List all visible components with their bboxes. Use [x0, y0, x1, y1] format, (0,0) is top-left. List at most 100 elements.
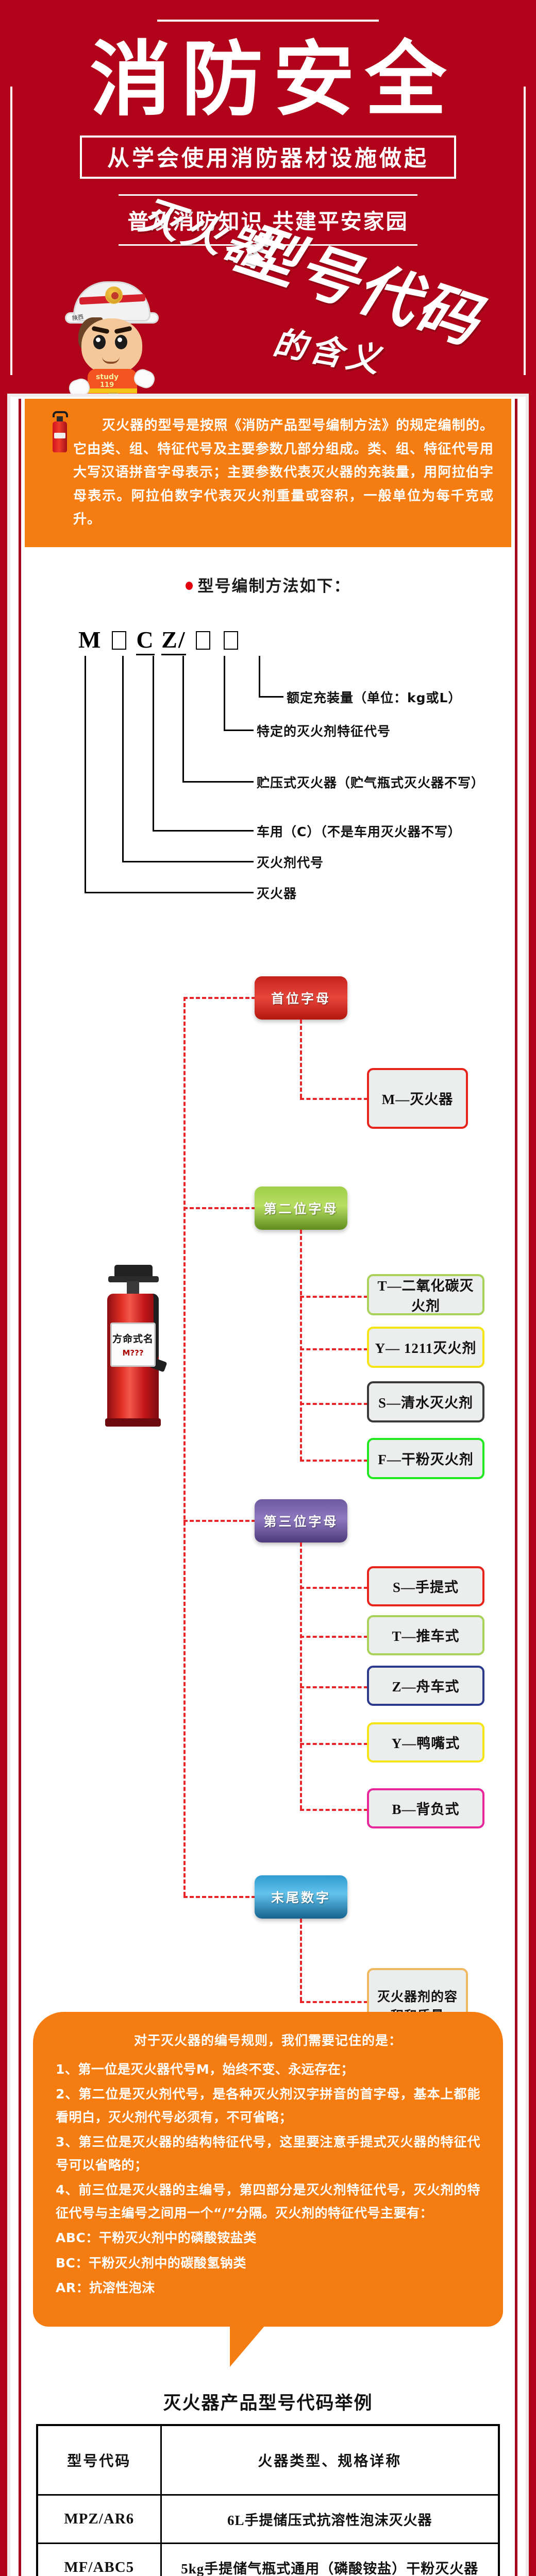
main-title: 消防安全: [90, 32, 457, 127]
flow-leaf-arm-g2-3: [300, 1459, 368, 1462]
poster-header: 消防安全 从学会使用消防器材设施做起 普及消防知识 共建平安家园 灭火器 型号代…: [0, 0, 536, 397]
extinguisher-label-line2: M???: [122, 1348, 144, 1358]
leader-arm-3: [182, 781, 254, 783]
flow-node-second-letter[interactable]: 第二位字母: [255, 1186, 347, 1230]
header-right-rule: [524, 87, 526, 375]
flow-leaf-arm-g2-1: [300, 1348, 368, 1350]
table-header-desc: 火器类型、规格详称: [160, 2424, 500, 2496]
flow-leaf-m-label: M—灭火器: [381, 1092, 454, 1107]
notes-bubble-tail: [230, 2325, 265, 2367]
leader-arm-4: [153, 829, 254, 832]
header-top-rule: [157, 20, 379, 22]
model-code-table: 型号代码 火器类型、规格详称 MPZ/AR6 6L手提储压式抗溶性泡沫灭火器 M…: [36, 2424, 500, 2576]
flow-branch-g2: [300, 1229, 302, 1461]
fire-extinguisher-icon: [48, 410, 72, 454]
content-frame: 灭火器的型号是按照《消防产品型号编制方法》的规定编制的。它由类、组、特征代号及主…: [10, 397, 526, 2576]
code-label-3: 贮压式灭火器（贮气瓶式灭火器不写）: [257, 775, 485, 790]
flow-node-first-letter[interactable]: 首位字母: [255, 976, 347, 1020]
leader-arm-5: [122, 860, 254, 862]
intro-panel: 灭火器的型号是按照《消防产品型号编制方法》的规定编制的。它由类、组、特征代号及主…: [25, 399, 511, 547]
notes-item-4: 4、前三位是灭火器的主编号，第四部分是灭火剂特征代号，灭火剂的特征代号与主编号之…: [56, 2182, 480, 2221]
flow-node-first-letter-label: 首位字母: [271, 991, 331, 1006]
flow-leaf-m[interactable]: M—灭火器: [367, 1067, 468, 1129]
firefighter-mascot-icon: 陕西 study 119: [61, 278, 174, 397]
code-label-5: 灭火剂代号: [257, 855, 324, 870]
header-mid-rule-top: [119, 194, 417, 196]
mascot-chest-number: 119: [100, 381, 114, 389]
notes-item-6: BC：干粉灭火剂中的碳酸氢钠类: [56, 2255, 246, 2270]
leader-arm-6: [85, 891, 254, 893]
calligraphy-line-3: 的含义: [270, 323, 387, 381]
code-label-2: 特定的灭火剂特征代号: [257, 723, 391, 739]
notes-item-2: 2、第二位是灭火剂代号，是各种灭火剂汉字拼音的首字母，基本上都能看明白，灭火剂代…: [56, 2087, 480, 2125]
notes-item-5: ABC：干粉灭火剂中的磷酸铵盐类: [56, 2230, 257, 2245]
notes-bubble: 对于灭火器的编号规则，我们需要记住的是： 1、第一位是灭火器代号M，始终不变、永…: [33, 2011, 503, 2367]
flow-leaf-t-cart[interactable]: T—推车式: [367, 1615, 484, 1655]
header-left-rule: [10, 87, 12, 375]
flow-leaf-s-handheld[interactable]: S—手提式: [367, 1566, 484, 1606]
leader-line-2: [224, 655, 225, 731]
notes-item-3: 3、第三位是灭火器的结构特征代号，这里要注意手提式灭火器的特征代号可以省略的；: [56, 2134, 480, 2173]
flow-leaf-t-co2[interactable]: T—二氧化碳灭火剂: [367, 1274, 484, 1315]
leader-line-5: [122, 655, 124, 862]
flow-leaf-y-duckbill[interactable]: Y—鸭嘴式: [367, 1722, 484, 1762]
flow-connector-g1: [183, 996, 256, 999]
flow-leaf-s-water-label: S—清水灭火剂: [378, 1395, 474, 1411]
flow-leaf-arm-g1-0: [300, 1097, 368, 1100]
code-structure-diagram: M C Z/ 额定充装量（单位：kg或L） 特定的灭火剂特征代号 贮压式灭火器（…: [12, 626, 524, 914]
flow-leaf-arm-g2-2: [300, 1402, 368, 1405]
flow-leaf-s-water[interactable]: S—清水灭火剂: [367, 1381, 484, 1422]
flow-branch-g4: [300, 1918, 302, 2001]
flow-node-trailing-number[interactable]: 末尾数字: [255, 1875, 347, 1919]
leader-line-6: [85, 655, 86, 893]
intro-paragraph: 灭火器的型号是按照《消防产品型号编制方法》的规定编制的。它由类、组、特征代号及主…: [73, 418, 494, 527]
leader-arm-1: [259, 696, 283, 698]
coding-method-heading: 型号编制方法如下：: [12, 573, 524, 596]
table-cell-desc-2: 5kg手提储气瓶式通用（磷酸铵盐）干粉灭火器: [160, 2542, 500, 2576]
extinguisher-label: 方命式名 M???: [110, 1322, 156, 1367]
table-row: MPZ/AR6 6L手提储压式抗溶性泡沫灭火器: [36, 2494, 500, 2544]
flow-leaf-y-1211[interactable]: Y— 1211灭火剂: [367, 1326, 484, 1368]
notes-item-1: 1、第一位是灭火器代号M，始终不变、永远存在；: [56, 2061, 354, 2077]
flow-leaf-f-powder[interactable]: F—干粉灭火剂: [367, 1437, 484, 1479]
inner-rule-left: [19, 399, 21, 2576]
flow-leaf-b-backpack[interactable]: B—背负式: [367, 1788, 484, 1828]
table-header-row: 型号代码 火器类型、规格详称: [36, 2424, 500, 2496]
leader-line-4: [153, 655, 154, 831]
leader-line-1: [259, 655, 260, 697]
table-row: MF/ABC5 5kg手提储气瓶式通用（磷酸铵盐）干粉灭火器: [36, 2542, 500, 2576]
flow-connector-g2: [183, 1207, 256, 1209]
flow-leaf-z-boat[interactable]: Z—舟车式: [367, 1665, 484, 1706]
flow-node-third-letter-label: 第三位字母: [263, 1514, 339, 1529]
flow-leaf-arm-g3-0: [300, 1586, 368, 1589]
flow-node-third-letter[interactable]: 第三位字母: [255, 1499, 347, 1543]
large-fire-extinguisher-icon: 方命式名 M???: [90, 1264, 177, 1450]
flow-leaf-s-handheld-label: S—手提式: [392, 1580, 459, 1595]
flow-leaf-y-1211-label: Y— 1211灭火剂: [375, 1341, 477, 1356]
table-title: 灭火器产品型号代码举例: [163, 2393, 373, 2414]
flow-leaf-t-co2-label: T—二氧化碳灭火剂: [377, 1278, 474, 1314]
table-header-code: 型号代码: [36, 2424, 162, 2496]
notes-item-7: AR：抗溶性泡沫: [56, 2280, 155, 2295]
flow-leaf-arm-g3-2: [300, 1686, 368, 1688]
table-cell-desc-1: 6L手提储压式抗溶性泡沫灭火器: [160, 2494, 500, 2544]
flow-connector-g3: [183, 1519, 256, 1522]
code-expression: M C Z/: [78, 626, 241, 655]
code-flowchart: 方命式名 M??? 首位字母 M—灭火器 第二位字母: [12, 945, 524, 2046]
flow-leaf-b-backpack-label: B—背负式: [392, 1802, 460, 1817]
mascot-chest-text: study: [96, 373, 119, 381]
flow-connector-g4: [183, 1895, 256, 1898]
code-label-1: 额定充装量（单位：kg或L）: [287, 690, 462, 705]
flow-leaf-arm-g3-3: [300, 1742, 368, 1745]
flow-branch-g1: [300, 1019, 302, 1098]
header-mid-rule-bottom: [119, 244, 417, 246]
slogan-text: 普及消防知识 共建平安家园: [127, 209, 409, 234]
flow-leaf-arm-g2-0: [300, 1295, 368, 1298]
table-cell-code-1: MPZ/AR6: [36, 2494, 162, 2544]
leader-arm-2: [224, 729, 254, 731]
flow-node-trailing-number-label: 末尾数字: [271, 1890, 331, 1905]
flow-spine: [183, 996, 186, 1896]
notes-title: 对于灭火器的编号规则，我们需要记住的是：: [133, 2032, 402, 2048]
flow-leaf-arm-g3-1: [300, 1635, 368, 1638]
